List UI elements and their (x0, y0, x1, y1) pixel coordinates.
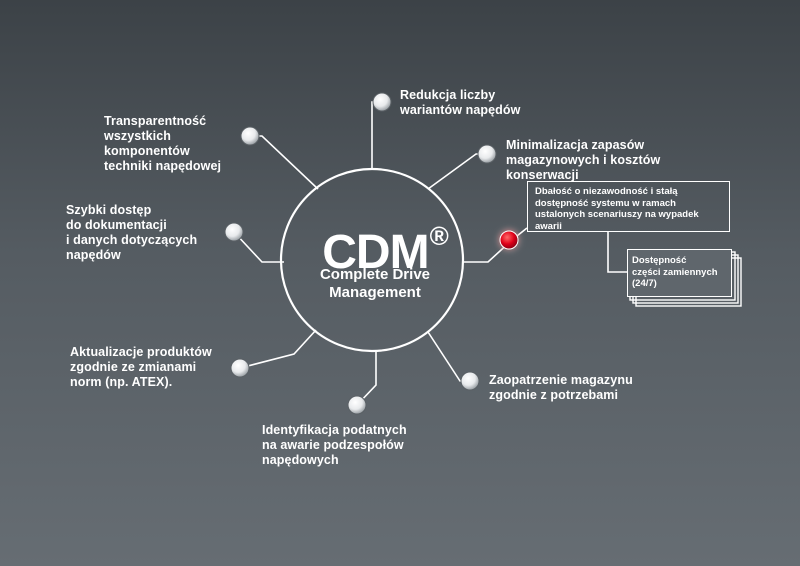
connector-minimization (427, 153, 487, 190)
label-identification: Identyfikacja podatnych na awarie podzes… (262, 423, 407, 467)
connector-spare-parts (607, 231, 627, 273)
cdm-subtitle: Complete Drive Management (319, 266, 431, 301)
node-reliability-highlight (499, 230, 519, 250)
node-updates (230, 358, 250, 378)
reliability-box: Dbałość o niezawodność i stałą dostępnoś… (527, 181, 730, 232)
label-updates: Aktualizacje produktów zgodnie ze zmiana… (70, 345, 212, 389)
label-access: Szybki dostęp do dokumentacji i danych d… (66, 203, 198, 262)
node-identification (347, 395, 367, 415)
registered-mark: ® (429, 221, 449, 251)
connector-transparency (250, 135, 319, 190)
label-reduction: Redukcja liczby wariantów napędów (400, 88, 521, 117)
label-minimization: Minimalizacja zapasów magazynowych i kos… (506, 138, 661, 182)
connector-reliability (462, 227, 528, 263)
spare-parts-box: Dostępność części zamiennych (24/7) (627, 249, 732, 297)
cdm-title: CDM® (300, 217, 470, 278)
node-minimization (477, 144, 497, 164)
label-supply: Zaopatrzenie magazynu zgodnie z potrzeba… (489, 373, 633, 402)
cdm-title-text: CDM (322, 226, 429, 279)
node-reduction (372, 92, 392, 112)
node-transparency (240, 126, 260, 146)
connector-supply (427, 331, 470, 382)
node-access (224, 222, 244, 242)
label-transparency: Transparentność wszystkich komponentów t… (104, 114, 222, 173)
node-supply (460, 371, 480, 391)
connector-access (233, 231, 284, 263)
connector-reduction (371, 101, 382, 169)
connector-updates (239, 329, 317, 369)
